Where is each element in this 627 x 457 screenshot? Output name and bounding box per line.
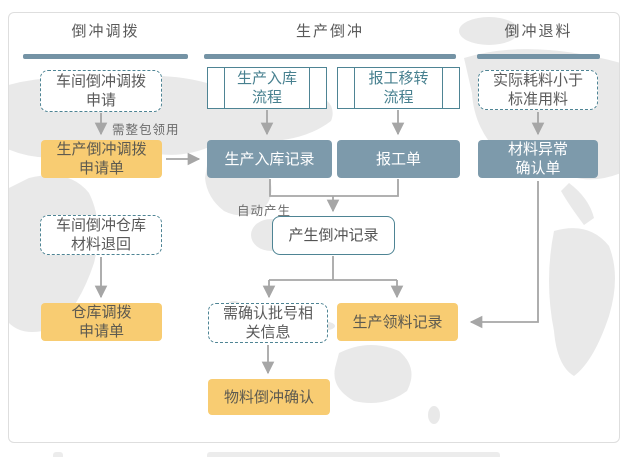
- column-title-production-backflush: 生产倒冲: [295, 23, 364, 40]
- node-production-backflush-transfer-form: 生产倒冲调拨 申请单: [41, 140, 162, 178]
- node-label: 关信息: [245, 324, 291, 341]
- node-label: 仓库调拨: [71, 304, 132, 321]
- node-workshop-backflush-transfer-request: 车间倒冲调拨 申请: [40, 70, 162, 112]
- node-label: 报工移转: [368, 70, 429, 87]
- node-label: 生产入库记录: [224, 150, 315, 168]
- edge-label-auto-generated: 自动产生: [237, 204, 292, 218]
- node-label: 产生倒冲记录: [288, 227, 379, 244]
- node-label: 流程: [383, 89, 414, 106]
- node-label: 标准用料: [507, 91, 568, 108]
- node-label: 生产领料记录: [352, 313, 443, 331]
- node-material-backflush-confirmation: 物料倒冲确认: [208, 379, 330, 415]
- node-label: 生产入库: [236, 70, 297, 87]
- node-label: 材料异常: [507, 141, 568, 158]
- node-label: 申请: [85, 92, 116, 109]
- node-label: 需确认批号相: [222, 305, 313, 322]
- column-title-backflush-return: 倒冲退料: [504, 23, 573, 40]
- node-backflush-record-generated: 产生倒冲记录: [272, 216, 395, 255]
- node-label: 物料倒冲确认: [223, 388, 314, 406]
- node-label: 流程: [251, 89, 282, 106]
- node-workshop-backflush-warehouse-return: 车间倒冲仓库 材料退回: [40, 215, 162, 255]
- column-title-backflush-transfer: 倒冲调拨: [71, 23, 140, 40]
- node-label: 车间倒冲仓库: [55, 217, 146, 234]
- next-section-edge-left: [53, 452, 63, 457]
- column-underline-backflush-return: [477, 54, 600, 59]
- node-production-picking-record: 生产领料记录: [337, 303, 458, 341]
- node-label: 申请单: [78, 160, 124, 177]
- node-label: 实际耗料小于: [492, 72, 583, 89]
- node-label: 材料退回: [70, 236, 131, 253]
- column-underline-backflush-transfer: [23, 54, 188, 59]
- next-section-edge-center: [207, 452, 500, 457]
- node-label: 申请单: [78, 323, 124, 340]
- node-label: 车间倒冲调拨: [55, 73, 146, 90]
- edge-label-whole-package-requisition: 需整包领用: [112, 123, 180, 137]
- node-material-abnormal-confirmation: 材料异常 确认单: [478, 140, 598, 178]
- column-underline-production-backflush: [204, 54, 456, 59]
- node-batch-info-confirmation: 需确认批号相 关信息: [208, 303, 328, 343]
- node-label: 确认单: [515, 160, 561, 177]
- node-work-report-form: 报工单: [337, 140, 460, 178]
- node-label: 报工单: [375, 150, 421, 168]
- node-work-report-transfer-process: 报工移转 流程: [337, 67, 460, 109]
- node-production-inbound-process: 生产入库 流程: [207, 67, 327, 109]
- node-production-inbound-record: 生产入库记录: [207, 140, 332, 178]
- node-actual-usage-less-than-standard: 实际耗料小于 标准用料: [478, 70, 598, 110]
- node-label: 生产倒冲调拨: [56, 141, 147, 158]
- node-warehouse-transfer-form: 仓库调拨 申请单: [41, 303, 162, 341]
